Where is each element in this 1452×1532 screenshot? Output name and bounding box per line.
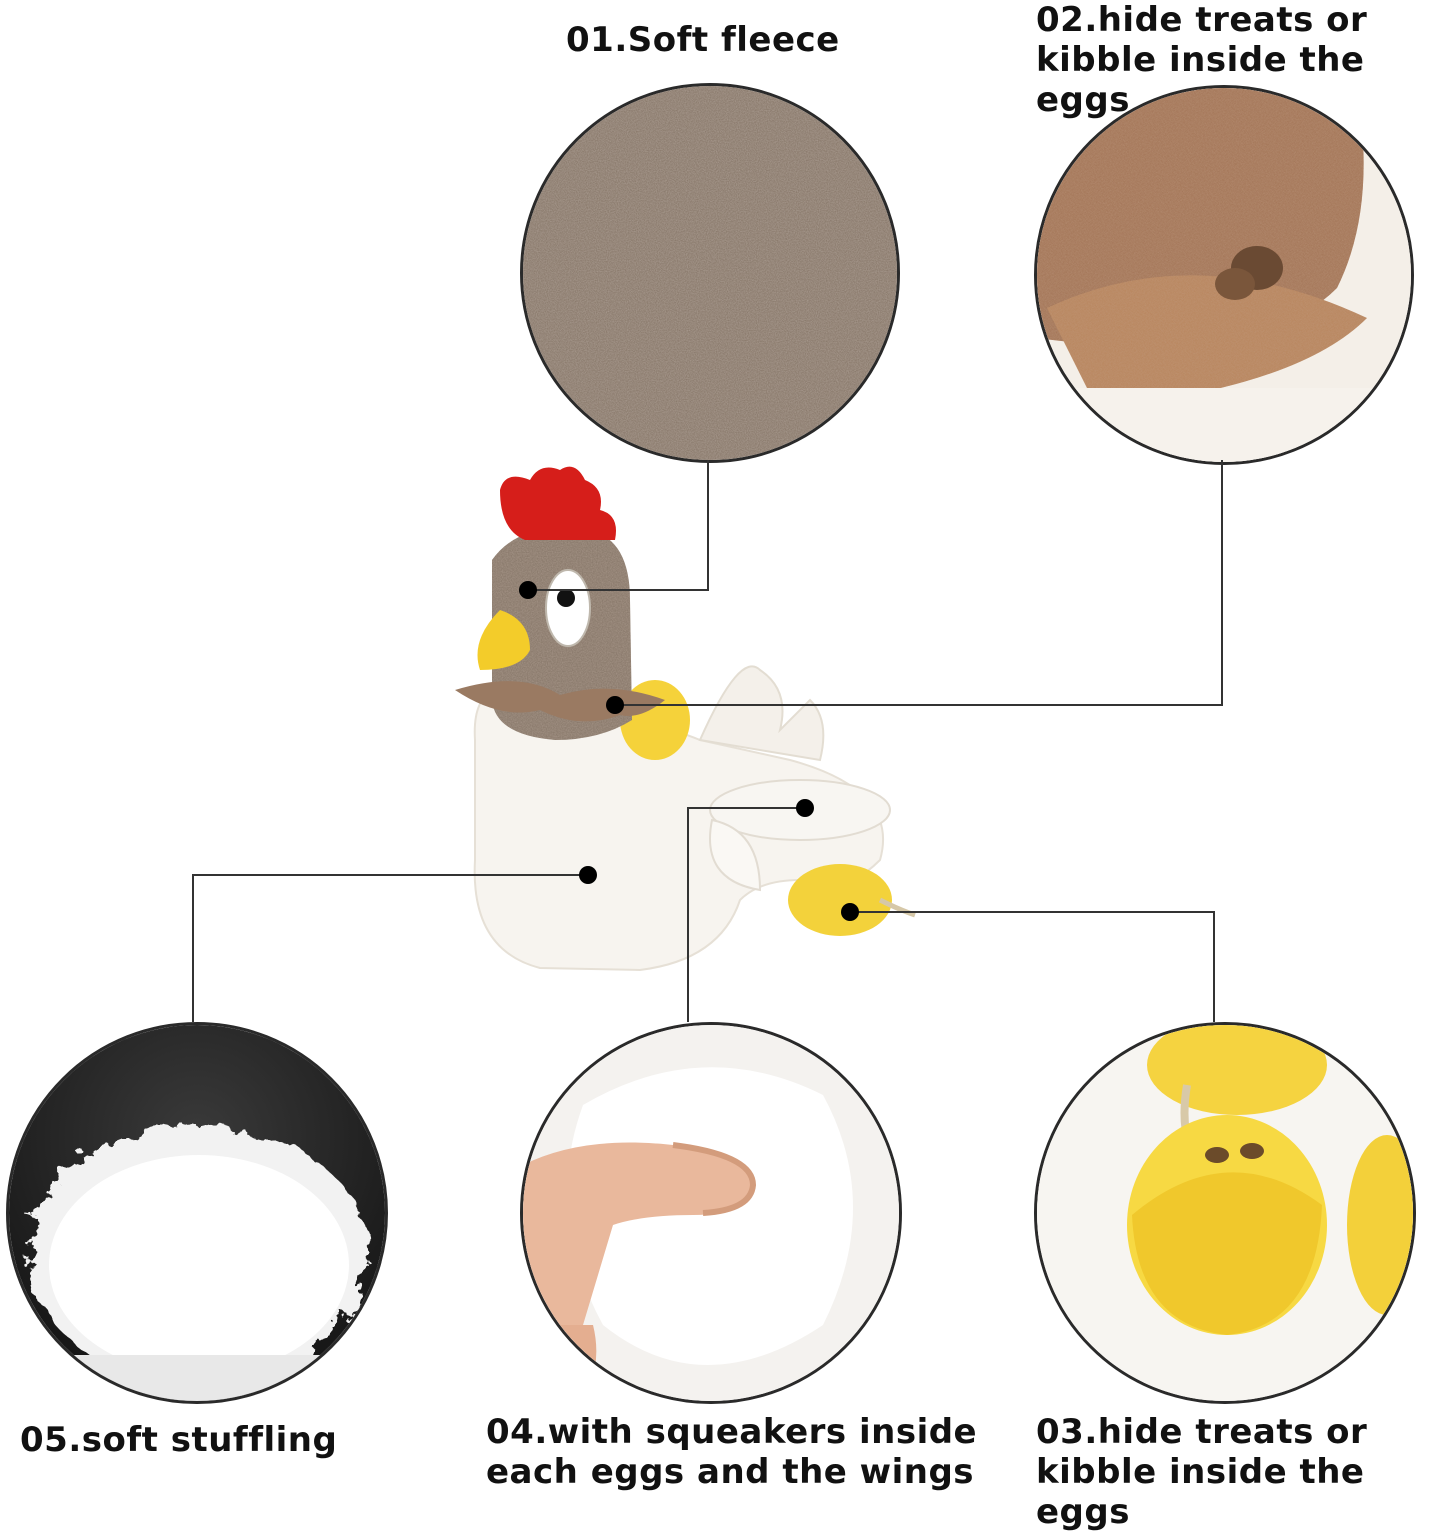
squeaker-image bbox=[523, 1025, 899, 1401]
label-soft-stuffling-text: 05.soft stuffling bbox=[20, 1420, 338, 1460]
callout-line-treats-bottom bbox=[850, 911, 1215, 1022]
callout-dot-stuffing bbox=[579, 866, 597, 884]
label-soft-fleece-text: 01.Soft fleece bbox=[566, 20, 840, 60]
callout-line-fleece bbox=[528, 460, 709, 591]
squeaker-closeup-circle bbox=[520, 1022, 902, 1404]
stuffing-image bbox=[9, 1025, 385, 1401]
egg-closeup-circle bbox=[1034, 1022, 1416, 1404]
label-squeakers: 04.with squeakers inside each eggs and t… bbox=[486, 1412, 977, 1492]
label-squeakers-line1: 04.with squeakers inside bbox=[486, 1412, 978, 1452]
callout-lines bbox=[192, 460, 1223, 1022]
label-squeakers-line2: each eggs and the wings bbox=[486, 1452, 975, 1492]
egg-image bbox=[1037, 1025, 1413, 1401]
chicken-toy-image bbox=[455, 466, 916, 972]
callout-line-squeaker bbox=[687, 807, 805, 1022]
label-hide-treats-top-line2: kibble inside the eggs bbox=[1036, 40, 1365, 120]
stuffing-closeup-circle bbox=[6, 1022, 388, 1404]
fleece-texture-image bbox=[523, 86, 897, 460]
treat-pocket-image bbox=[1037, 88, 1411, 462]
label-soft-stuffling: 05.soft stuffling bbox=[20, 1420, 337, 1460]
callout-line-treats-top bbox=[615, 460, 1223, 706]
callout-line-stuffing bbox=[192, 874, 588, 1022]
callout-dot-treats-bottom bbox=[841, 903, 859, 921]
callout-dot-treats-top bbox=[606, 696, 624, 714]
label-hide-treats-bottom-line1: 03.hide treats or bbox=[1036, 1412, 1368, 1452]
callout-dot-squeaker bbox=[796, 799, 814, 817]
fleece-closeup-circle bbox=[520, 83, 900, 463]
label-soft-fleece: 01.Soft fleece bbox=[566, 20, 840, 60]
treat-pocket-closeup-circle bbox=[1034, 85, 1414, 465]
callout-dot-fleece bbox=[519, 581, 537, 599]
label-hide-treats-top: 02.hide treats or kibble inside the eggs bbox=[1036, 0, 1452, 120]
label-hide-treats-top-line1: 02.hide treats or bbox=[1036, 0, 1368, 40]
